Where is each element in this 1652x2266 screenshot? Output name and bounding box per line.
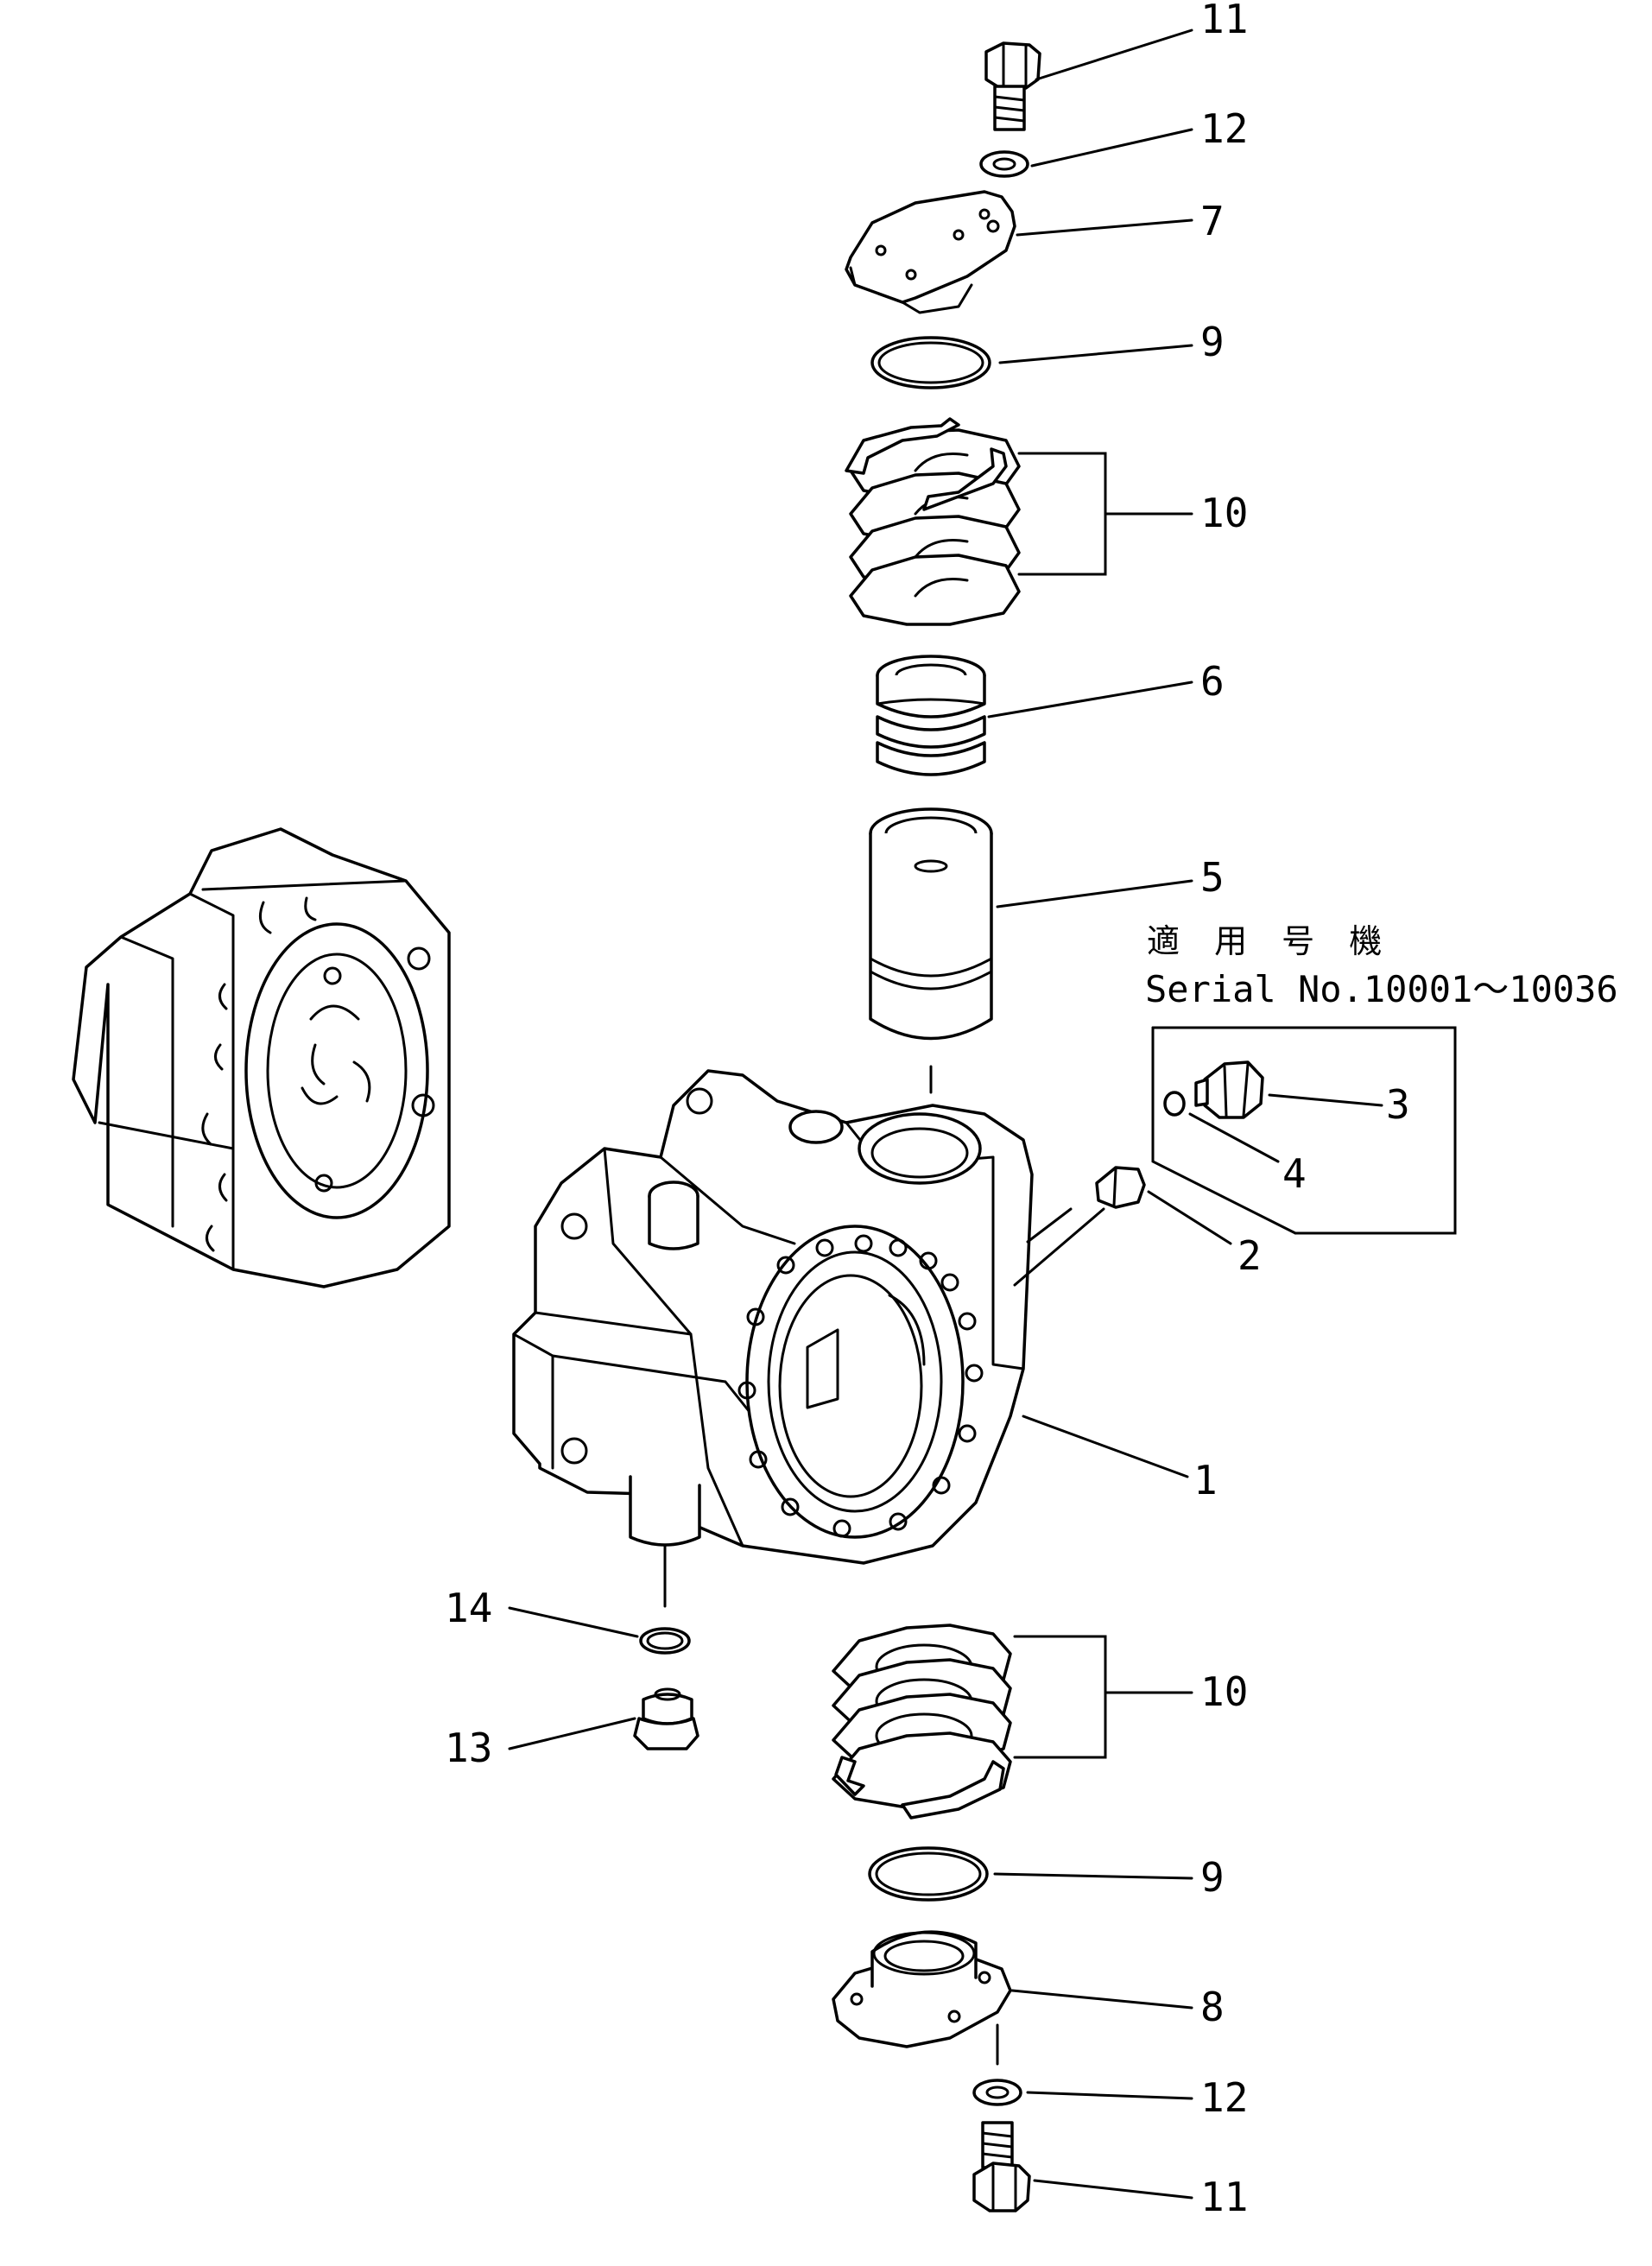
plug bbox=[1095, 1166, 1146, 1209]
callout-1: 1 bbox=[1193, 1457, 1218, 1503]
plug-serial bbox=[1163, 1060, 1264, 1119]
callout-12-bottom: 12 bbox=[1200, 2074, 1248, 2121]
bolt-top bbox=[984, 41, 1041, 131]
piston-sleeve bbox=[869, 807, 993, 1094]
callout-3: 3 bbox=[1386, 1081, 1410, 1128]
shim-stack-top bbox=[845, 417, 1021, 626]
callout-11-top: 11 bbox=[1200, 0, 1248, 42]
callout-8: 8 bbox=[1200, 1984, 1225, 2030]
callout-11-bottom: 11 bbox=[1200, 2174, 1248, 2220]
main-housing bbox=[512, 1069, 1105, 1608]
callout-4: 4 bbox=[1282, 1150, 1307, 1197]
callout-9-top: 9 bbox=[1200, 319, 1225, 365]
reference-housing-view bbox=[72, 827, 451, 1288]
bolt-bottom bbox=[972, 2121, 1031, 2212]
callout-10-bottom: 10 bbox=[1200, 1668, 1248, 1715]
serial-range: Serial No.10001～10036 bbox=[1145, 968, 1618, 1010]
cover-top bbox=[845, 190, 1016, 314]
cover-bottom bbox=[832, 1930, 1012, 2066]
callout-12-top: 12 bbox=[1200, 105, 1248, 152]
callout-2: 2 bbox=[1237, 1232, 1262, 1279]
callout-13: 13 bbox=[445, 1725, 492, 1771]
leader-lines bbox=[508, 28, 1383, 2200]
o-ring-drain bbox=[639, 1627, 691, 1655]
washer-bottom bbox=[972, 2079, 1022, 2106]
serial-bracket bbox=[1151, 1026, 1457, 1235]
callout-10-top: 10 bbox=[1200, 490, 1248, 536]
callout-14: 14 bbox=[445, 1585, 492, 1631]
callout-7: 7 bbox=[1200, 198, 1225, 244]
o-ring-bottom bbox=[868, 1846, 989, 1902]
washer-top bbox=[979, 150, 1029, 178]
spring bbox=[876, 655, 986, 776]
callout-9-bottom: 9 bbox=[1200, 1854, 1225, 1901]
o-ring-top bbox=[870, 336, 991, 389]
applicability-heading: 適 用 号 機 bbox=[1147, 922, 1394, 960]
callout-5: 5 bbox=[1200, 854, 1225, 901]
callout-6: 6 bbox=[1200, 658, 1225, 705]
shim-stack-bottom bbox=[832, 1624, 1012, 1820]
drain-plug bbox=[633, 1687, 699, 1750]
